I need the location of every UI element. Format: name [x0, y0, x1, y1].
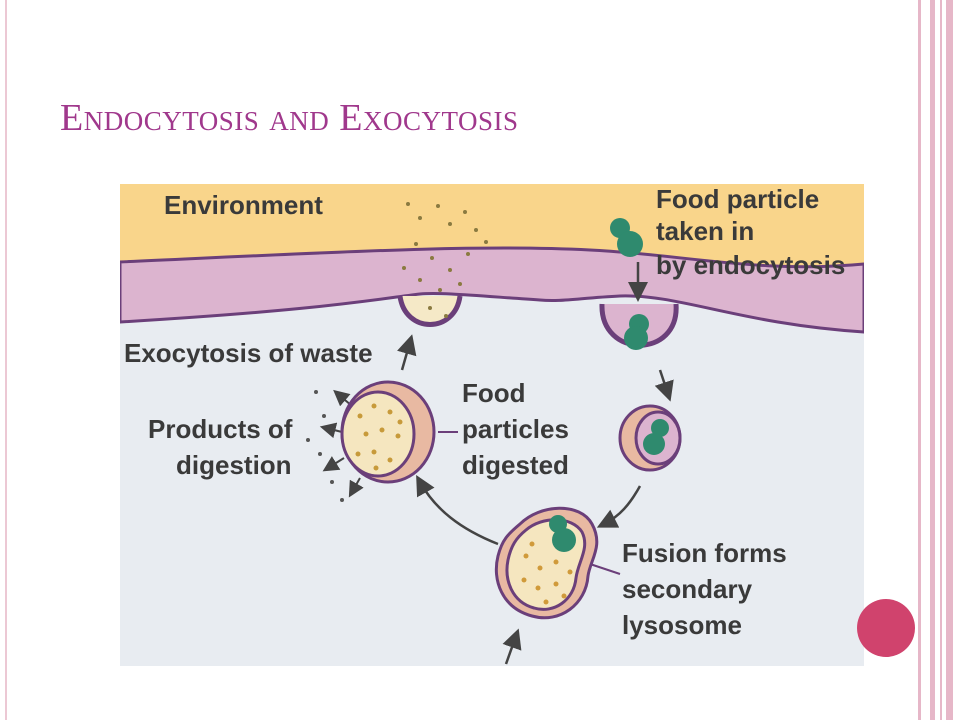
waste-dots [402, 202, 488, 318]
label-environment: Environment [164, 190, 323, 220]
frame-line-4 [946, 0, 953, 720]
arrow-to-digested [416, 475, 499, 546]
arrow-exocytosis [397, 334, 417, 371]
frame-line-3 [940, 0, 942, 720]
product-dots [306, 390, 344, 502]
slide-title: Endocytosis and Exocytosis [60, 97, 519, 139]
endocytosis-diagram: Environment Food particle taken in by en… [120, 184, 864, 666]
label-fusion-2: secondary [622, 574, 753, 604]
arrow-primary-lysosome [502, 628, 522, 665]
vesicle-particle-2 [643, 433, 665, 455]
label-products-2: digestion [176, 450, 292, 480]
frame-line-2 [930, 0, 935, 720]
label-digested-3: digested [462, 450, 569, 480]
arrow-to-vesicle [654, 369, 674, 402]
vesicle-particle [651, 419, 669, 437]
label-food-particle-1: Food particle [656, 184, 819, 214]
label-digested-2: particles [462, 414, 569, 444]
lysosome-particle-2 [552, 528, 576, 552]
label-food-particle-2: taken in [656, 216, 754, 246]
frame-line-1 [918, 0, 921, 720]
label-food-particle-3: by endocytosis [656, 250, 845, 280]
label-fusion-3: lysosome [622, 610, 742, 640]
leader-fusion [589, 563, 621, 575]
digestion-dots [355, 403, 403, 471]
product-arrows [319, 389, 364, 498]
label-products-1: Products of [148, 414, 293, 444]
particle-in-pocket-2 [624, 326, 648, 350]
label-exocytosis: Exocytosis of waste [124, 338, 373, 368]
label-fusion-1: Fusion forms [622, 538, 787, 568]
accent-dot [857, 599, 915, 657]
frame-line-left [5, 0, 7, 720]
arrow-to-fusion [596, 485, 642, 528]
food-particle-2 [617, 231, 643, 257]
lysosome-dots [521, 541, 573, 605]
digestion-vesicle-inner [340, 390, 416, 478]
label-digested-1: Food [462, 378, 526, 408]
environment-region [120, 184, 864, 267]
